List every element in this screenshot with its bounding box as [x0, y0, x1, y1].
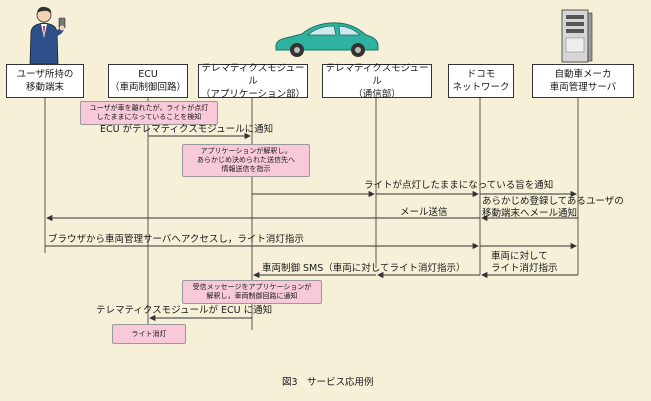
participant-label: 移動端末: [25, 82, 64, 93]
msg-server-instruct-2: ライト消灯指示: [491, 263, 558, 274]
msg-light-on-notify: ライトが点灯したままになっている旨を通知: [364, 180, 554, 191]
participant-mobile-terminal: ユーザ所持の移動端末: [6, 64, 84, 98]
server-icon: [561, 9, 593, 63]
figure-caption: 図3 サービス応用例: [282, 377, 374, 388]
participant-label: （車両制御回路）: [109, 82, 186, 93]
note-text: アプリケーションが解釈し，: [200, 147, 292, 155]
msg-app-to-ecu: テレマティクスモジュールが ECU に通知: [96, 305, 273, 316]
note-text: ユーザが車を離れたが，ライトが点灯: [89, 104, 209, 112]
participant-label: （通信部）: [353, 88, 401, 100]
note-text: ライト消灯: [131, 330, 167, 338]
note-text: 情報送信を指示: [221, 165, 271, 173]
msg-server-instruct-1: 車両に対して: [491, 251, 548, 262]
note-app-interprets: アプリケーションが解釈し， あらかじめ決められた送信先へ 情報送信を指示: [182, 144, 310, 177]
msg-mail-send: メール送信: [400, 207, 448, 218]
participant-telematics-comm: テレマティクスモジュール（通信部）: [322, 62, 432, 100]
note-text: 受信メッセージをアプリケーションが: [192, 283, 312, 291]
participant-docomo-network: ドコモネットワーク: [448, 64, 514, 98]
participant-telematics-app: テレマティクスモジュール（アプリケーション部）: [198, 62, 308, 100]
participant-label: テレマティクスモジュール: [201, 62, 305, 87]
participant-vehicle-server: 自動車メーカ車両管理サーバ: [532, 64, 634, 98]
note-text: したままになっていることを検知: [96, 113, 202, 121]
msg-browser-access: ブラウザから車両管理サーバへアクセスし，ライト消灯指示: [48, 234, 304, 245]
person-with-phone-icon: [29, 6, 66, 64]
participant-label: ドコモ: [466, 69, 496, 80]
participant-label: ネットワーク: [452, 82, 510, 93]
msg-mail-notify-2: 移動端末へメール通知: [482, 208, 578, 219]
car-icon: [275, 22, 379, 57]
participant-label: 車両管理サーバ: [549, 82, 617, 93]
participant-label: 自動車メーカ: [554, 69, 612, 80]
participant-label: テレマティクスモジュール: [325, 62, 429, 87]
participant-label: ユーザ所持の: [16, 69, 74, 80]
note-app-notifies-ecu: 受信メッセージをアプリケーションが 解釈し，車両制御回路に通知: [182, 280, 322, 304]
note-light-off: ライト消灯: [112, 324, 186, 344]
participant-ecu: ECU （車両制御回路）: [108, 64, 188, 98]
note-text: 解釈し，車両制御回路に通知: [206, 292, 298, 300]
participant-label: （アプリケーション部）: [200, 88, 306, 100]
note-detect-light-on: ユーザが車を離れたが，ライトが点灯 したままになっていることを検知: [80, 101, 218, 125]
note-text: あらかじめ決められた送信先へ: [197, 156, 295, 164]
participant-label: ECU: [138, 69, 158, 80]
msg-control-sms: 車両制御 SMS（車両に対してライト消灯指示）: [262, 263, 466, 274]
msg-ecu-notify: ECU がテレマティクスモジュールに通知: [100, 124, 274, 135]
msg-mail-notify-1: あらかじめ登録してあるユーザの: [482, 196, 624, 207]
